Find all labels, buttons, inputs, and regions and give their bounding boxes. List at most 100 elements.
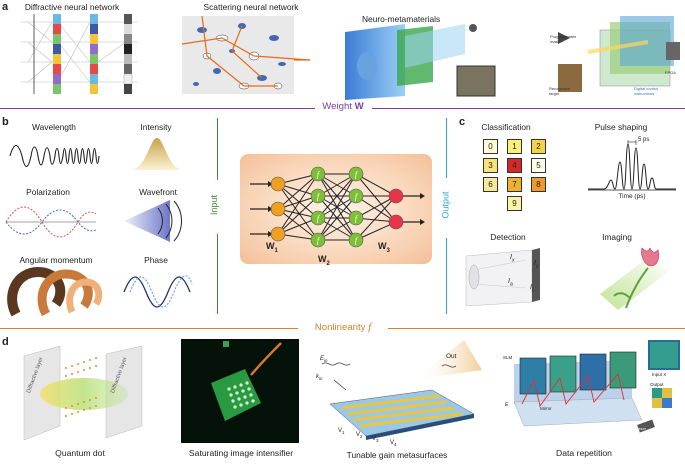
detection-il-letter: I [530, 284, 532, 291]
nn-node-f-label: f [317, 170, 321, 179]
nn-node [348, 210, 364, 226]
nn-edge [355, 173, 397, 223]
nn-node-f-label: f [317, 214, 321, 223]
weight-label-2-sub: 2 [326, 260, 330, 267]
output-label: Output [440, 191, 451, 219]
diffractive-nn-title: Diffractive neural network [24, 2, 120, 12]
data-repetition-label: Data repetition [556, 448, 612, 458]
pulse-width-label: 5 ps [638, 137, 650, 143]
meta-v1-sub: 1 [342, 430, 345, 436]
weight-band-line-left [0, 108, 315, 109]
nonlinearity-band-text: Nonlinearity [314, 322, 369, 333]
nn-edge [317, 217, 357, 241]
nn-node [348, 166, 364, 182]
imaging-figure [600, 247, 668, 310]
slm-label: SLM [503, 355, 513, 360]
intensity-gaussian-icon [130, 138, 184, 170]
imaging-label: Imaging [602, 232, 632, 242]
mirror-label: Mirror [540, 406, 552, 411]
nn-node [348, 188, 364, 204]
nn-node-f-label: f [317, 236, 321, 245]
meta-v1-label: V1 [338, 428, 345, 435]
weight-label-2-letter: W [318, 254, 327, 264]
intensifier-label: Saturating image intensifier [188, 448, 294, 458]
phase-icon [123, 275, 193, 308]
meta-field-letter: E [320, 356, 325, 362]
nn-edge [317, 173, 357, 219]
detection-ia: Ia [508, 278, 513, 287]
nn-input-arrowhead [268, 206, 273, 212]
digit-cell: 0 [483, 139, 498, 154]
nn-node-f-label: f [317, 192, 321, 201]
nn-node [348, 232, 364, 248]
nn-edge [317, 195, 357, 241]
detection-iy: Iy [534, 260, 538, 269]
detection-ia-letter: I [508, 278, 510, 285]
nn-node [310, 210, 326, 226]
detection-ia-sub: a [509, 281, 513, 288]
digit-cell: 6 [483, 177, 498, 192]
hardware-figure [558, 16, 680, 92]
nn-edge [277, 183, 319, 241]
detection-il: IL [530, 284, 535, 293]
meta-k-letter: k [316, 374, 319, 380]
digit-cell: 7 [507, 177, 522, 192]
meta-v4-label: V4 [390, 440, 397, 447]
nn-edge [355, 195, 397, 241]
wavelength-label: Wavelength [32, 122, 76, 132]
digit-cell: 9 [507, 196, 522, 211]
classification-label: Classification [481, 122, 531, 132]
weight-label-3-sub: 3 [386, 247, 390, 254]
meta-out-label: Out [446, 353, 457, 360]
weight-label-2: W2 [318, 254, 330, 267]
nn-node-f-label: f [355, 192, 359, 201]
panel-letter-d: d [2, 336, 9, 348]
nn-edge [317, 173, 357, 197]
meta-field-sub: in [324, 358, 328, 364]
angular-momentum-icon [7, 266, 103, 317]
pulse-axis-label: Time (ps) [618, 193, 646, 200]
laser-label: Laser [636, 426, 647, 431]
nn-edge [355, 173, 397, 197]
weight-band-symbol: W [354, 101, 364, 112]
detection-ix: Ix [510, 254, 514, 263]
pulse-shaping-label: Pulse shaping [594, 122, 648, 132]
weight-band-text: Weight [322, 101, 355, 112]
nn-node-f-label: f [355, 214, 359, 223]
digit-cell: 1 [507, 139, 522, 154]
digit-cell: 3 [483, 158, 498, 173]
meta-v4-letter: V [390, 440, 395, 446]
neuro-metamaterials-title: Neuro-metamaterials [362, 14, 441, 24]
nn-edge [355, 221, 397, 241]
weight-band-label: Weight W [322, 101, 363, 112]
meta-v3-label: V3 [372, 436, 379, 443]
nn-node [310, 166, 326, 182]
scattering-nn-title: Scattering neural network [203, 2, 299, 12]
output-label-box [439, 178, 453, 238]
detection-ix-sub: x [511, 257, 515, 264]
detection-label: Detection [490, 232, 526, 242]
meta-v2-sub: 2 [360, 434, 363, 440]
panel-letter-a: a [2, 1, 9, 13]
recognized-target-label: Recognized target [549, 86, 571, 96]
nonlinearity-band-line-left [0, 328, 298, 329]
meta-v2-letter: V [356, 432, 361, 438]
wavelength-chirp-icon [9, 144, 100, 168]
meta-v4-sub: 4 [394, 442, 397, 448]
quantum-dot-figure [23, 345, 143, 441]
nn-node-f-label: f [355, 236, 359, 245]
nn-node [310, 232, 326, 248]
nonlinearity-band-label: Nonlinearity f [315, 321, 371, 333]
nn-edge [317, 173, 357, 241]
panel-letter-b: b [2, 116, 9, 128]
meta-field-label: Ein [320, 356, 328, 363]
nn-edge [355, 195, 397, 223]
meta-k-label: kin [316, 374, 323, 381]
metasurface-figure [321, 340, 482, 440]
input-label: Input [209, 194, 220, 216]
polarization-icon [5, 206, 97, 238]
weight-label-3: W3 [378, 241, 390, 254]
meta-k-sub: in [319, 376, 323, 382]
output-label-small: Output [650, 382, 664, 387]
meta-v2-label: V2 [356, 432, 363, 439]
